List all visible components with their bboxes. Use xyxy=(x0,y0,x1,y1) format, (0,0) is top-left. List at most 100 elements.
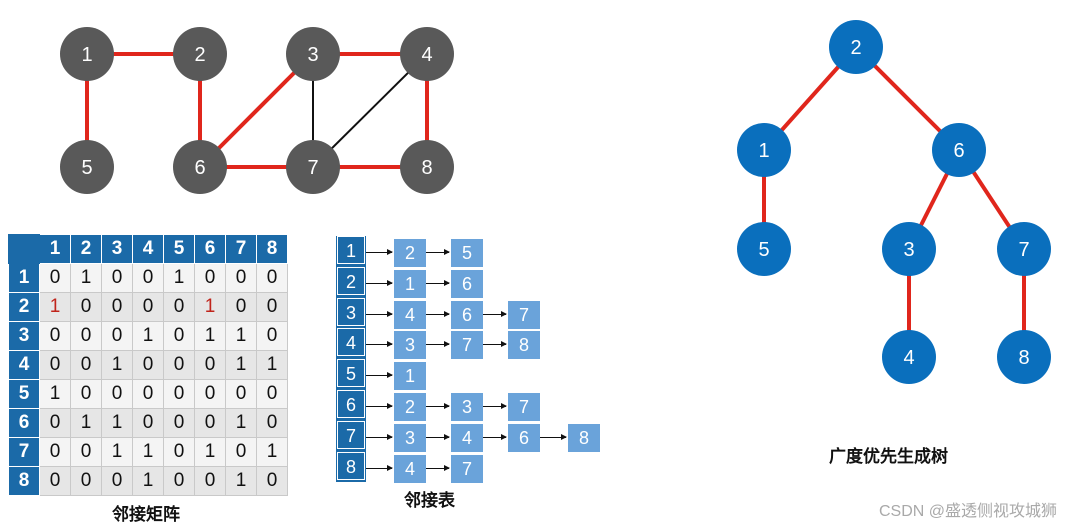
matrix-cell: 0 xyxy=(194,466,226,496)
adjacency-list-node: 6 xyxy=(451,270,483,298)
graph-node-circle xyxy=(400,140,454,194)
matrix-cell: 1 xyxy=(132,466,164,496)
graph-node-circle xyxy=(286,27,340,81)
tree-node-label: 7 xyxy=(1018,239,1029,261)
matrix-cell: 0 xyxy=(39,350,71,380)
adjacency-list-arrow xyxy=(366,280,393,286)
graph-node-7: 7 xyxy=(286,140,340,194)
matrix-cell: 1 xyxy=(101,350,133,380)
adjacency-list-node: 2 xyxy=(394,239,426,267)
adjacency-list-node: 7 xyxy=(451,331,483,359)
matrix-cell: 0 xyxy=(256,379,288,409)
adjacency-list-node: 7 xyxy=(508,301,540,329)
adjacency-list-arrow xyxy=(483,311,507,317)
graph-node-circle xyxy=(173,27,227,81)
matrix-cell: 1 xyxy=(70,408,102,438)
adjacency-list-node: 6 xyxy=(451,301,483,329)
adjacency-list-arrow xyxy=(426,465,450,471)
matrix-column-header: 2 xyxy=(70,234,102,264)
adjacency-list-head: 3 xyxy=(337,298,365,326)
matrix-cell: 1 xyxy=(256,350,288,380)
adjacency-list-arrow xyxy=(366,311,393,317)
adjacency-list-arrow xyxy=(366,249,393,255)
tree-node-1: 1 xyxy=(737,123,791,177)
matrix-row-header: 6 xyxy=(8,408,40,438)
adjacency-list-head: 1 xyxy=(337,236,365,264)
matrix-column-header: 4 xyxy=(132,234,164,264)
matrix-cell: 0 xyxy=(225,292,257,322)
matrix-cell: 0 xyxy=(194,350,226,380)
graph-node-6: 6 xyxy=(173,140,227,194)
adjacency-list-head: 7 xyxy=(337,421,365,449)
matrix-cell: 0 xyxy=(101,379,133,409)
matrix-cell: 0 xyxy=(70,437,102,467)
matrix-cell: 0 xyxy=(132,379,164,409)
matrix-cell: 1 xyxy=(225,466,257,496)
tree-node-label: 5 xyxy=(758,239,769,261)
adjacency-list-arrow xyxy=(366,341,393,347)
tree-node-6: 6 xyxy=(932,123,986,177)
matrix-column-header: 3 xyxy=(101,234,133,264)
adjacency-list-node: 6 xyxy=(508,424,540,452)
matrix-cell: 0 xyxy=(132,350,164,380)
tree-node-circle xyxy=(737,222,791,276)
graph-node-label: 7 xyxy=(307,157,318,179)
matrix-cell: 0 xyxy=(163,379,195,409)
adjacency-list-arrow xyxy=(366,434,393,440)
tree-node-circle xyxy=(882,330,936,384)
adjacency-list-head: 6 xyxy=(337,390,365,418)
matrix-row-header: 3 xyxy=(8,321,40,351)
adjacency-list-arrow xyxy=(426,434,450,440)
adjacency-list-arrow xyxy=(483,403,507,409)
matrix-column-header: 7 xyxy=(225,234,257,264)
adjacency-list-node: 1 xyxy=(394,270,426,298)
matrix-row-header: 5 xyxy=(8,379,40,409)
matrix-cell: 0 xyxy=(101,466,133,496)
tree-node-circle xyxy=(997,330,1051,384)
graph-node-8: 8 xyxy=(400,140,454,194)
adjacency-list-node: 5 xyxy=(451,239,483,267)
tree-node-circle xyxy=(997,222,1051,276)
matrix-cell: 0 xyxy=(101,263,133,293)
adjacency-list-node: 8 xyxy=(568,424,600,452)
graph-node-label: 5 xyxy=(81,157,92,179)
matrix-cell: 0 xyxy=(39,437,71,467)
adjacency-list-head: 4 xyxy=(337,328,365,356)
matrix-cell: 0 xyxy=(101,321,133,351)
matrix-row-header: 8 xyxy=(8,466,40,496)
matrix-cell: 0 xyxy=(194,379,226,409)
adjacency-list-head: 5 xyxy=(337,359,365,387)
matrix-cell: 0 xyxy=(256,466,288,496)
matrix-caption: 邻接矩阵 xyxy=(112,505,180,524)
matrix-cell: 1 xyxy=(163,263,195,293)
matrix-column-header: 8 xyxy=(256,234,288,264)
matrix-corner xyxy=(8,234,40,264)
tree-node-7: 7 xyxy=(997,222,1051,276)
adjacency-list-node: 3 xyxy=(451,393,483,421)
adjacency-list-node: 3 xyxy=(394,424,426,452)
matrix-cell: 0 xyxy=(194,408,226,438)
graph-node-1: 1 xyxy=(60,27,114,81)
matrix-cell: 0 xyxy=(225,437,257,467)
tree-node-5: 5 xyxy=(737,222,791,276)
matrix-cell: 1 xyxy=(39,292,71,322)
watermark: CSDN @盛透侧视攻城狮 xyxy=(878,503,1057,520)
graph-node-circle xyxy=(60,140,114,194)
adjacency-list-arrow xyxy=(426,403,450,409)
matrix-cell: 0 xyxy=(70,321,102,351)
adjacency-list-head: 2 xyxy=(337,267,365,295)
graph-node-label: 8 xyxy=(421,157,432,179)
matrix-cell: 0 xyxy=(163,437,195,467)
graph-node-label: 3 xyxy=(307,44,318,66)
matrix-cell: 0 xyxy=(132,408,164,438)
matrix-cell: 0 xyxy=(70,379,102,409)
matrix-cell: 0 xyxy=(70,292,102,322)
graph-node-label: 1 xyxy=(81,44,92,66)
matrix-row-header: 4 xyxy=(8,350,40,380)
adjacency-list-node: 3 xyxy=(394,331,426,359)
